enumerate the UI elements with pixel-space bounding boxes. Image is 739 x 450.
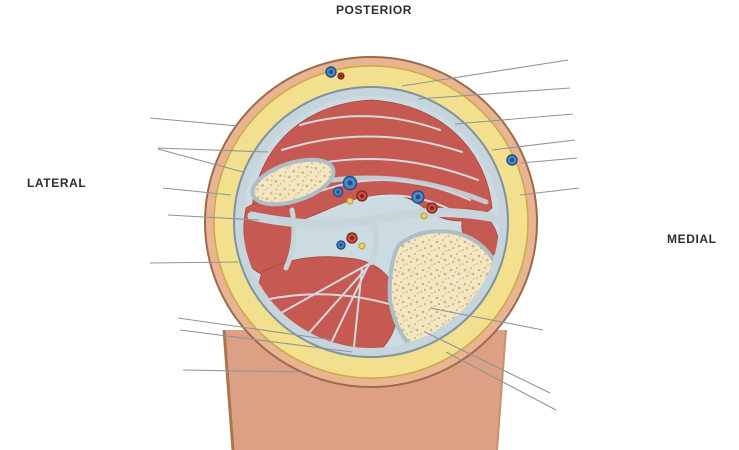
leader-line-17 [424,331,551,394]
artery-lumen [350,236,354,240]
leader-line-6 [519,187,580,196]
lateral-label: LATERAL [27,176,86,190]
vein-lumen [510,158,514,162]
leader-line-1 [401,59,569,87]
vein-lumen [347,180,353,186]
vein-lumen [339,243,343,247]
leader-line-18 [445,351,557,411]
posterior-label: POSTERIOR [336,3,412,17]
anterior-septum [369,217,379,265]
leader-line-15 [182,369,307,373]
nerve-icon [346,197,354,205]
leader-line-11 [167,214,260,221]
vein-lumen [415,194,421,200]
nerve-icon [420,212,428,220]
stem-left-edge [222,329,235,450]
vein-lumen [329,70,333,74]
leader-lines [149,59,580,411]
leader-line-3 [454,113,574,125]
leader-line-4 [491,139,576,151]
leader-line-8 [157,147,269,153]
artery-lumen [360,194,364,198]
artery-lumen [430,206,434,210]
leader-line-9 [157,148,244,173]
vessels [325,66,518,250]
leader-line-14 [179,329,353,353]
leader-line-10 [162,187,232,196]
nerve-icon [358,242,366,250]
leader-line-2 [417,87,571,100]
leader-line-5 [520,157,578,164]
leader-line-7 [149,117,239,127]
intermuscular-septa [247,207,499,271]
leader-line-12 [149,261,239,264]
artery-lumen [339,74,343,78]
vein-lumen [336,190,340,194]
stem-right-edge [496,329,507,450]
lateral-septum [283,207,297,271]
leader-line-16 [429,307,544,331]
leader-line-13 [177,317,333,341]
small-bone [250,157,336,207]
medial-label: MEDIAL [667,232,717,246]
